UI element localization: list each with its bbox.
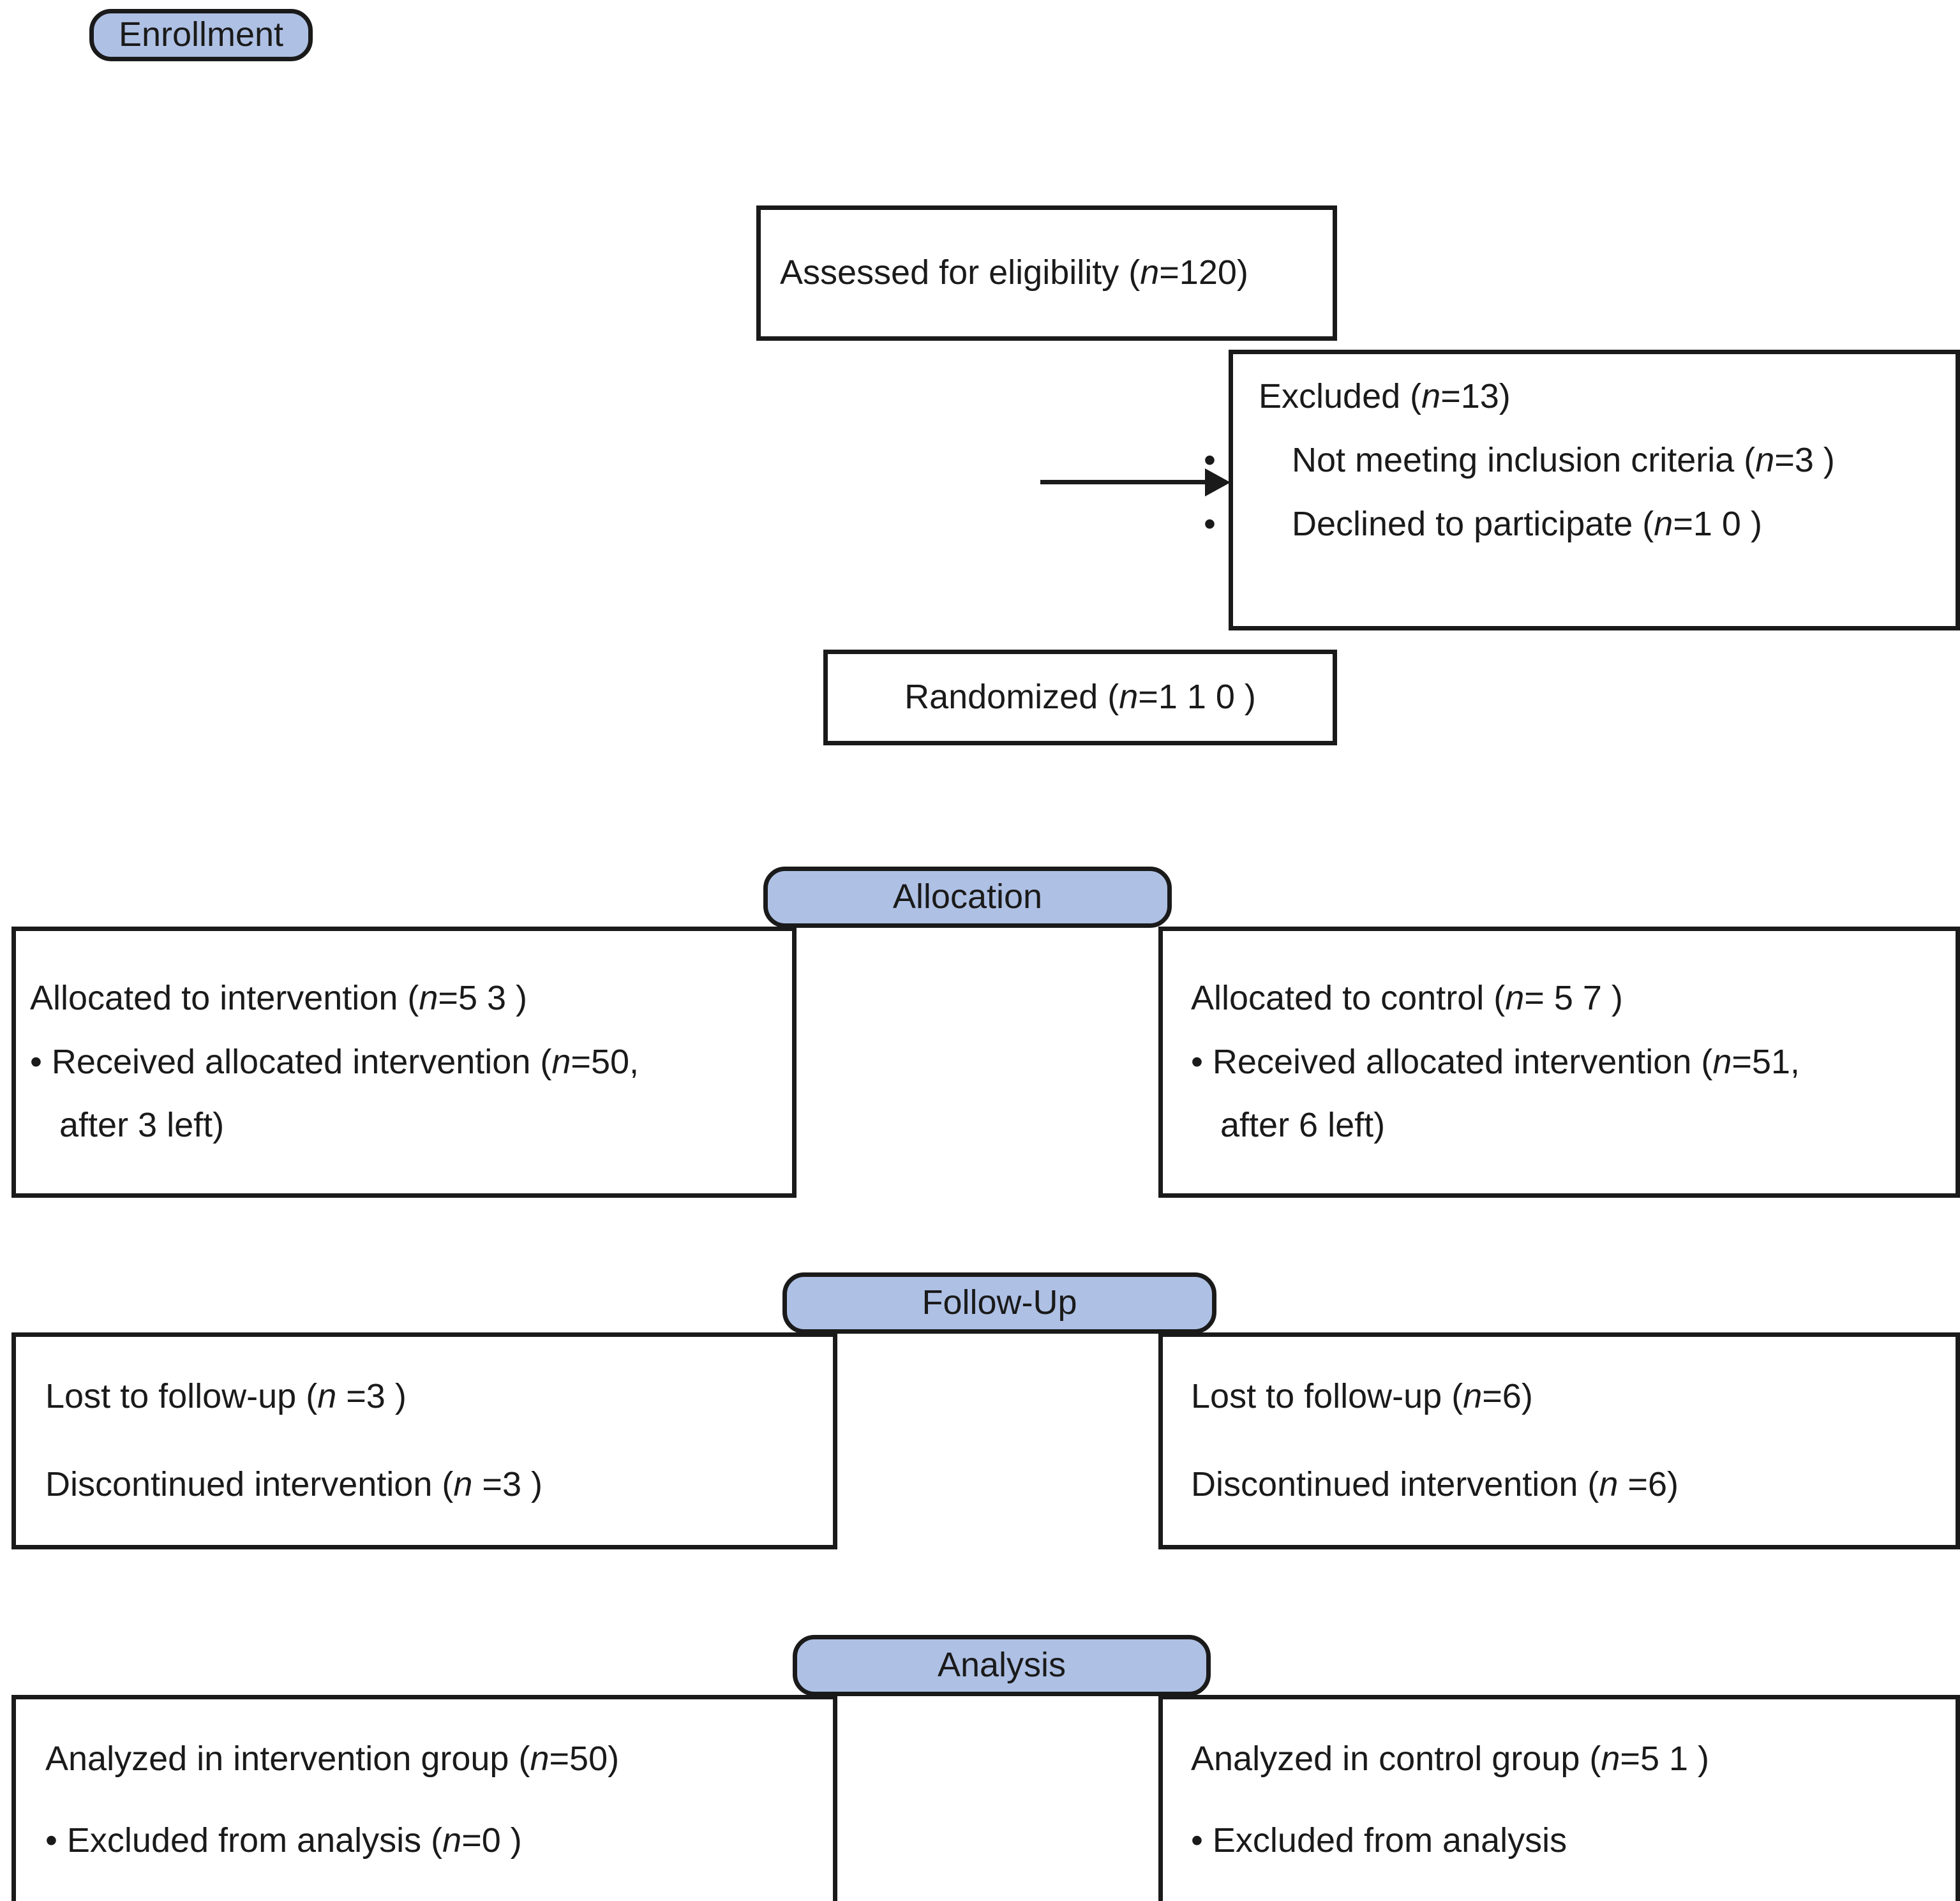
allocation-left-line1-suffix: =5 3 ) xyxy=(438,978,527,1017)
arrow-to-excluded-line xyxy=(1040,480,1208,484)
analysis-left-line1-suffix: =50) xyxy=(549,1740,620,1778)
arrow-to-excluded-head xyxy=(1205,468,1231,496)
analysis-left-line2-prefix: • Excluded from analysis ( xyxy=(45,1821,443,1860)
analysis-right-line1-prefix: Analyzed in control group ( xyxy=(1191,1740,1601,1778)
allocation-left-line1-n: n xyxy=(419,978,438,1017)
stage-badge-allocation-label: Allocation xyxy=(892,877,1043,916)
analysis-right-line1-n: n xyxy=(1601,1740,1620,1778)
analysis-left-line1-prefix: Analyzed in intervention group ( xyxy=(45,1740,530,1778)
followup-right-line1-n: n xyxy=(1463,1377,1483,1416)
allocation-left-line2-prefix: • Received allocated intervention ( xyxy=(30,1042,552,1081)
box-excluded: Excluded (n=13) •Not meeting inclusion c… xyxy=(1204,350,1960,630)
followup-right-line1: Lost to follow-up (n=6) xyxy=(1191,1376,1960,1418)
randomized-text: Randomized (n=1 1 0 ) xyxy=(904,676,1256,719)
allocation-left-line3: after 3 left) xyxy=(59,1106,225,1145)
followup-left-line2: Discontinued intervention (n =3 ) xyxy=(45,1464,871,1506)
followup-left-line1-suffix: =3 ) xyxy=(336,1377,407,1416)
analysis-right-line1: Analyzed in control group (n=5 1 ) xyxy=(1191,1738,1960,1780)
followup-left-line1-prefix: Lost to follow-up ( xyxy=(45,1377,318,1416)
analysis-left-line2-n: n xyxy=(442,1821,462,1860)
assessed-prefix: Assessed for eligibility ( xyxy=(780,253,1141,292)
allocation-right-line2-prefix: • Received allocated intervention ( xyxy=(1191,1042,1713,1081)
excluded-item-0: •Not meeting inclusion criteria (n=3 ) xyxy=(1204,440,1835,479)
stage-badge-analysis-label: Analysis xyxy=(937,1646,1066,1685)
allocation-left-line1-prefix: Allocated to intervention ( xyxy=(30,978,419,1017)
stage-badge-enrollment-label: Enrollment xyxy=(118,15,284,54)
allocation-right-line1: Allocated to control (n= 5 7 ) xyxy=(1191,978,1960,1020)
allocation-right-line2-suffix: =51, xyxy=(1732,1042,1800,1081)
followup-right-line2-suffix: =6) xyxy=(1618,1465,1679,1503)
followup-left-line2-n: n xyxy=(453,1465,473,1503)
randomized-n-symbol: n xyxy=(1119,678,1139,717)
box-analysis-control: Analyzed in control group (n=5 1 ) • Exc… xyxy=(1158,1695,1960,1901)
box-assessed-for-eligibility: Assessed for eligibility (n=120) xyxy=(756,205,1337,341)
analysis-right-line2: • Excluded from analysis xyxy=(1191,1820,1960,1862)
followup-left-line2-suffix: =3 ) xyxy=(472,1465,542,1503)
excluded-heading-suffix: =13) xyxy=(1440,377,1511,415)
randomized-prefix: Randomized ( xyxy=(904,678,1119,717)
excluded-item-0-suffix: =3 ) xyxy=(1774,440,1835,479)
allocation-left-line1: Allocated to intervention (n=5 3 ) xyxy=(30,978,830,1020)
allocation-right-line2: • Received allocated intervention (n=51, xyxy=(1191,1041,1960,1084)
followup-left-line1-n: n xyxy=(317,1377,337,1416)
allocation-left-line2-suffix: =50, xyxy=(571,1042,640,1081)
analysis-left-line2: • Excluded from analysis (n=0 ) xyxy=(45,1820,871,1862)
excluded-item-1-prefix: Declined to participate ( xyxy=(1292,504,1654,543)
analysis-left-line1: Analyzed in intervention group (n=50) xyxy=(45,1738,871,1780)
followup-left-line2-prefix: Discontinued intervention ( xyxy=(45,1465,454,1503)
followup-right-line2: Discontinued intervention (n =6) xyxy=(1191,1464,1960,1506)
excluded-item-0-prefix: Not meeting inclusion criteria ( xyxy=(1292,440,1756,479)
box-randomized: Randomized (n=1 1 0 ) xyxy=(823,650,1337,745)
allocation-right-line3: after 6 left) xyxy=(1220,1106,1386,1145)
assessed-suffix: =120) xyxy=(1159,253,1248,292)
box-followup-intervention: Lost to follow-up (n =3 ) Discontinued i… xyxy=(11,1332,837,1549)
followup-right-line2-n: n xyxy=(1599,1465,1619,1503)
analysis-right-line2-prefix: • Excluded from analysis xyxy=(1191,1821,1567,1860)
excluded-item-0-n: n xyxy=(1755,440,1775,479)
excluded-item-1-suffix: =1 0 ) xyxy=(1673,504,1762,543)
box-allocated-intervention: Allocated to intervention (n=5 3 ) • Rec… xyxy=(11,927,797,1198)
box-analysis-intervention: Analyzed in intervention group (n=50) • … xyxy=(11,1695,837,1901)
stage-badge-followup: Follow-Up xyxy=(782,1272,1216,1334)
excluded-item-1-n: n xyxy=(1654,504,1673,543)
excluded-item-1: •Declined to participate (n=1 0 ) xyxy=(1204,504,1762,543)
allocation-left-line2: • Received allocated intervention (n=50, xyxy=(30,1041,830,1084)
stage-badge-followup-label: Follow-Up xyxy=(922,1283,1077,1322)
box-allocated-control: Allocated to control (n= 5 7 ) • Receive… xyxy=(1158,927,1960,1198)
stage-badge-enrollment: Enrollment xyxy=(89,9,313,61)
excluded-heading: Excluded (n=13) xyxy=(1259,376,1949,418)
randomized-suffix: =1 1 0 ) xyxy=(1138,678,1256,717)
excluded-heading-prefix: Excluded ( xyxy=(1259,377,1422,415)
assessed-for-eligibility-text: Assessed for eligibility (n=120) xyxy=(780,252,1358,294)
excluded-heading-n: n xyxy=(1421,377,1441,415)
assessed-n-symbol: n xyxy=(1140,253,1160,292)
allocation-right-line1-suffix: = 5 7 ) xyxy=(1524,978,1623,1017)
stage-badge-allocation: Allocation xyxy=(763,867,1172,928)
allocation-right-line1-n: n xyxy=(1505,978,1525,1017)
allocation-right-line2-n: n xyxy=(1712,1042,1732,1081)
followup-right-line1-prefix: Lost to follow-up ( xyxy=(1191,1377,1463,1416)
analysis-left-line2-suffix: =0 ) xyxy=(461,1821,522,1860)
stage-badge-analysis: Analysis xyxy=(793,1635,1211,1696)
box-followup-control: Lost to follow-up (n=6) Discontinued int… xyxy=(1158,1332,1960,1549)
analysis-right-line1-suffix: =5 1 ) xyxy=(1620,1740,1709,1778)
followup-left-line1: Lost to follow-up (n =3 ) xyxy=(45,1376,871,1418)
followup-right-line2-prefix: Discontinued intervention ( xyxy=(1191,1465,1599,1503)
analysis-left-line1-n: n xyxy=(530,1740,550,1778)
followup-right-line1-suffix: =6) xyxy=(1482,1377,1533,1416)
allocation-right-line1-prefix: Allocated to control ( xyxy=(1191,978,1506,1017)
allocation-left-line2-n: n xyxy=(551,1042,571,1081)
